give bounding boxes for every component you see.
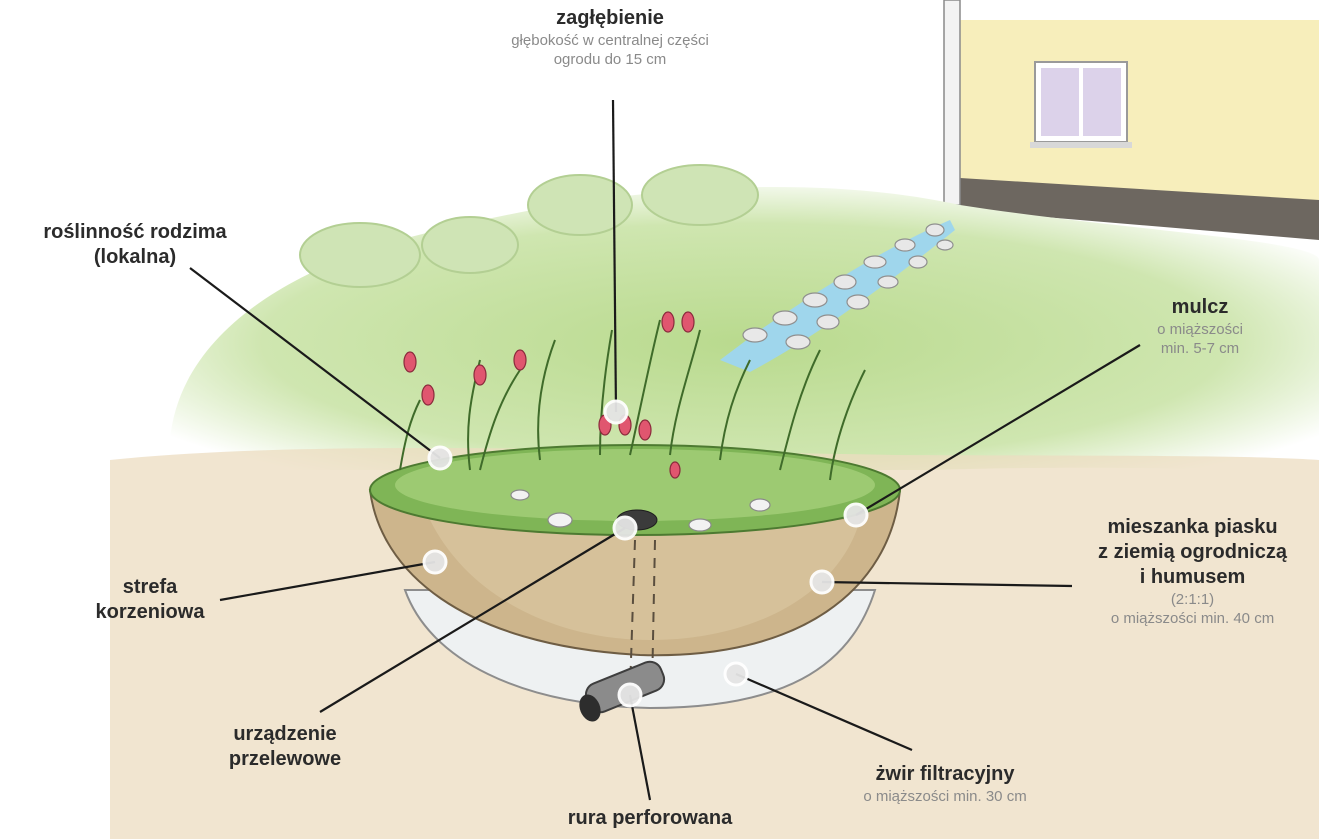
label-soil-mix-sub-1: (2:1:1) [1070,590,1315,609]
label-native-plants-line-2: (lokalna) [10,245,260,270]
label-depression-title: zagłębienie [460,6,760,31]
label-mulch-sub-1: o miąższości [1120,320,1280,339]
label-overflow-line-2: przelewowe [210,747,360,772]
label-soil-mix-line-3: i humusem [1070,565,1315,590]
label-pipe-title: rura perforowana [540,806,760,831]
downpipe [944,0,960,205]
house [944,0,1319,240]
label-soil-mix-line-1: mieszanka piasku [1070,515,1315,540]
label-soil-mix-sub-2: o miąższości min. 40 cm [1070,609,1315,628]
marker-root-zone [424,551,446,573]
label-native-plants: roślinność rodzima (lokalna) [10,220,260,270]
label-depression: zagłębienie głębokość w centralnej częśc… [460,6,760,69]
label-mulch-title: mulcz [1120,295,1280,320]
label-root-zone: strefa korzeniowa [80,575,220,625]
marker-native-plants [429,447,451,469]
label-gravel-sub: o miąższości min. 30 cm [820,787,1070,806]
label-gravel-title: żwir filtracyjny [820,762,1070,787]
marker-mulch [845,504,867,526]
marker-gravel [725,663,747,685]
label-root-zone-line-1: strefa [80,575,220,600]
window [1030,62,1132,148]
label-root-zone-line-2: korzeniowa [80,600,220,625]
label-mulch: mulcz o miąższości min. 5-7 cm [1120,295,1280,358]
label-overflow: urządzenie przelewowe [210,722,360,772]
label-pipe: rura perforowana [540,806,760,831]
label-depression-sub-2: ogrodu do 15 cm [460,50,760,69]
marker-pipe [619,684,641,706]
marker-soil-mix [811,571,833,593]
label-mulch-sub-2: min. 5-7 cm [1120,339,1280,358]
marker-overflow [614,517,636,539]
label-native-plants-line-1: roślinność rodzima [10,220,260,245]
label-gravel: żwir filtracyjny o miąższości min. 30 cm [820,762,1070,806]
marker-depression [605,401,627,423]
label-soil-mix-line-2: z ziemią ogrodniczą [1070,540,1315,565]
label-soil-mix: mieszanka piasku z ziemią ogrodniczą i h… [1070,515,1315,628]
label-overflow-line-1: urządzenie [210,722,360,747]
label-depression-sub-1: głębokość w centralnej części [460,31,760,50]
